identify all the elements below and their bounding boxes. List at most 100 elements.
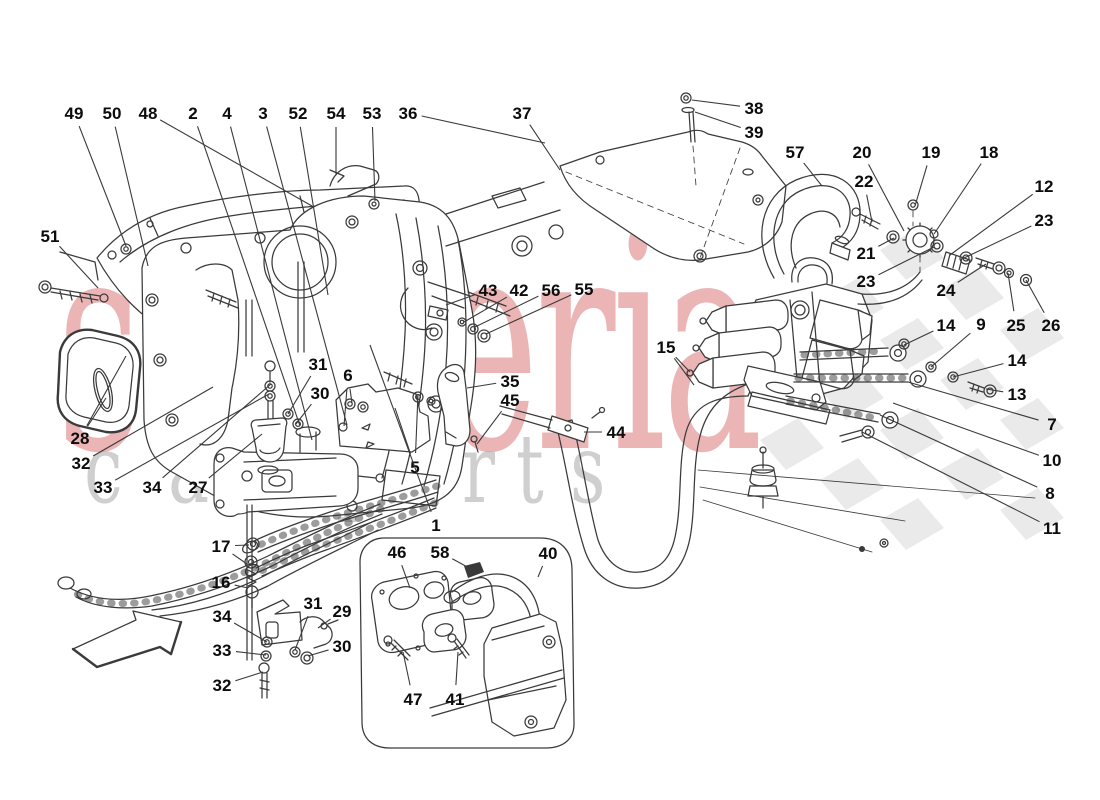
callout-leader-25 — [1007, 272, 1015, 312]
callout-leader-39 — [694, 111, 741, 129]
callout-leader-46 — [401, 564, 411, 589]
side-cover — [56, 328, 142, 434]
callout-leader-41 — [455, 651, 459, 686]
callout-leader-21 — [878, 237, 895, 247]
callout-43: 43 — [479, 281, 498, 300]
fitting-chain — [930, 239, 1033, 287]
checker-shape — [940, 268, 1004, 320]
clamp-43-cluster — [399, 287, 491, 343]
callout-leader-32 — [235, 671, 264, 682]
callout-6: 6 — [343, 366, 352, 385]
callout-57: 57 — [786, 143, 805, 162]
callout-23: 23 — [857, 272, 876, 291]
callout-56: 56 — [542, 281, 561, 300]
callout-leader-45 — [476, 410, 503, 445]
callout-leader-14 — [952, 363, 1004, 378]
callout-leader-58 — [452, 558, 472, 570]
callout-leader-4 — [229, 126, 313, 441]
callout-leader-52 — [299, 126, 329, 296]
checker-shape — [820, 458, 884, 510]
callout-leader-19 — [914, 165, 928, 207]
callout-46: 46 — [388, 543, 407, 562]
callout-leader-1 — [369, 344, 432, 513]
callout-leader-31 — [294, 615, 309, 651]
callout-leader-18 — [933, 163, 982, 235]
callout-53: 53 — [363, 104, 382, 123]
callout-55: 55 — [575, 280, 594, 299]
watermark-letter: t — [516, 412, 544, 524]
checker-shape — [940, 448, 1004, 500]
callout-leader-5 — [394, 407, 412, 454]
callout-leader-53 — [371, 126, 376, 202]
callout-9: 9 — [976, 315, 985, 334]
callout-leader-37 — [529, 124, 561, 171]
callout-8: 8 — [1045, 484, 1054, 503]
callout-16: 16 — [212, 573, 231, 592]
callout-leader-6 — [349, 388, 353, 404]
callout-4: 4 — [222, 104, 232, 123]
callout-30: 30 — [311, 384, 330, 403]
callout-39: 39 — [745, 123, 764, 142]
callout-leader-30 — [295, 403, 312, 425]
callout-leader-23 — [963, 225, 1032, 259]
callout-leader-34 — [162, 383, 272, 479]
callout-24: 24 — [937, 281, 956, 300]
callout-33: 33 — [94, 478, 113, 497]
callout-leader-47 — [402, 651, 411, 686]
callout-22: 22 — [855, 172, 874, 191]
callout-40: 40 — [539, 544, 558, 563]
callout-leader-26 — [1025, 279, 1045, 314]
callout-leader-35 — [466, 382, 497, 389]
callout-45: 45 — [501, 391, 520, 410]
callout-32: 32 — [213, 676, 232, 695]
callout-leader-57 — [803, 162, 823, 187]
checker-shape — [1000, 488, 1064, 540]
callout-44: 44 — [607, 423, 626, 442]
callout-leader-3 — [266, 126, 348, 426]
callout-13: 13 — [1008, 385, 1027, 404]
clutch-actuator — [213, 371, 436, 518]
callout-leader-51 — [59, 245, 99, 289]
hydraulic-hoses — [57, 469, 441, 617]
callout-leader-29 — [317, 618, 331, 629]
callout-14: 14 — [1008, 351, 1027, 370]
callout-50: 50 — [103, 104, 122, 123]
callout-32: 32 — [72, 454, 91, 473]
callout-leader-33 — [235, 651, 267, 656]
bolt-38-39 — [680, 92, 697, 187]
callout-leader-22 — [866, 194, 873, 223]
callout-35: 35 — [501, 372, 520, 391]
pushrods — [785, 338, 997, 443]
callout-leader-17 — [232, 553, 248, 565]
checker-shape — [1000, 308, 1064, 360]
callout-leader-27 — [208, 433, 263, 479]
callout-28: 28 — [71, 429, 90, 448]
callout-leader-7 — [907, 381, 1039, 421]
stud-stack — [250, 360, 288, 475]
callout-19: 19 — [922, 143, 941, 162]
callout-leader-30 — [307, 649, 329, 657]
callout-leader-49 — [78, 125, 127, 247]
callout-14: 14 — [937, 316, 956, 335]
callout-leader-43 — [445, 294, 476, 306]
callout-31: 31 — [304, 594, 323, 613]
checker-shape — [880, 318, 944, 370]
callout-leader-13 — [985, 388, 1004, 393]
callout-27: 27 — [189, 478, 208, 497]
callout-34: 34 — [143, 478, 162, 497]
callout-33: 33 — [213, 641, 232, 660]
callout-leader-23 — [878, 246, 935, 276]
callout-leader-10 — [892, 402, 1040, 456]
callout-leader-17 — [234, 544, 250, 547]
callout-leader-8 — [879, 414, 1038, 488]
bracket-35 — [436, 363, 479, 453]
callout-leader-55 — [485, 294, 572, 335]
callout-leader-40 — [537, 565, 544, 578]
callout-23: 23 — [1035, 211, 1054, 230]
callout-37: 37 — [513, 104, 532, 123]
callout-51: 51 — [41, 227, 60, 246]
checker-shape — [880, 498, 944, 550]
callout-leader-16 — [234, 584, 249, 589]
callout-49: 49 — [65, 104, 84, 123]
